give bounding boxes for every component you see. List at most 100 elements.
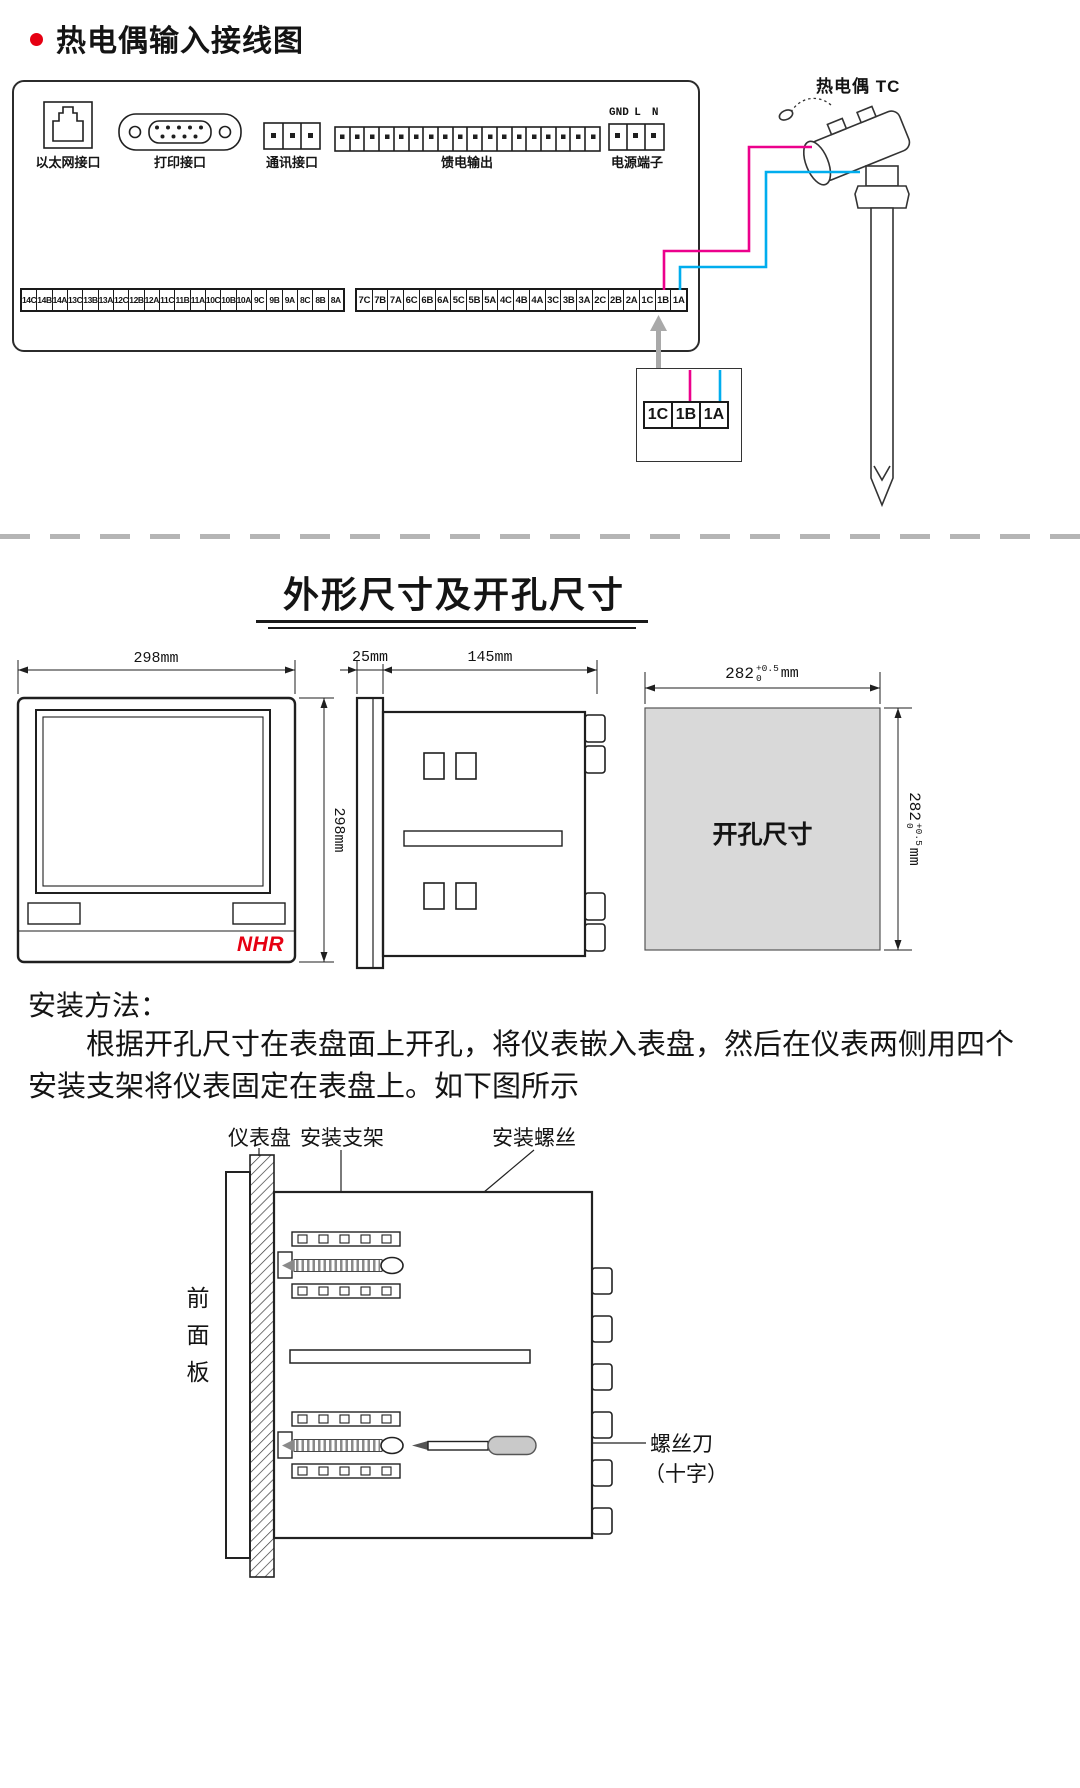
terminal-cell: 4A bbox=[528, 290, 545, 310]
tc-fitting bbox=[854, 185, 910, 209]
terminal-cell: 13A bbox=[97, 290, 113, 310]
install-paragraph: 根据开孔尺寸在表盘面上开孔，将仪表嵌入表盘，然后在仪表两侧用四个安装支架将仪表固… bbox=[28, 1029, 1015, 1103]
terminal-cell: 12A bbox=[143, 290, 159, 310]
dimensions-title: 外形尺寸及开孔尺寸 bbox=[283, 574, 626, 615]
front-width-dim: 298mm bbox=[133, 650, 179, 667]
front-height-dim: 298mm bbox=[330, 807, 347, 853]
bracket-label: 安装支架 bbox=[300, 1126, 384, 1150]
side-view-drawing bbox=[355, 696, 606, 970]
power-pin-label: N bbox=[651, 107, 659, 119]
terminal-cell: 13C bbox=[66, 290, 82, 310]
zoom-terminal-cell: 1C bbox=[643, 401, 673, 429]
terminal-cell: 6B bbox=[418, 290, 435, 310]
terminal-cell: 6C bbox=[403, 290, 419, 310]
terminal-cell: 5A bbox=[481, 290, 498, 310]
cutout-width-dim: 282 +0.5 0 mm bbox=[716, 664, 808, 683]
comm-port-icon bbox=[263, 122, 321, 150]
terminal-cell: 14B bbox=[36, 290, 52, 310]
panel-wall-hatched bbox=[249, 1154, 275, 1578]
terminal-cell: 9A bbox=[281, 290, 297, 310]
terminal-cell: 10C bbox=[204, 290, 220, 310]
terminal-cell: 8A bbox=[327, 290, 343, 310]
front-view-dims bbox=[17, 660, 334, 963]
cutout-width-value: 282 bbox=[725, 664, 754, 683]
cutout-height-value: 282 bbox=[905, 792, 923, 821]
terminal-cell: 12C bbox=[112, 290, 128, 310]
install-diagram bbox=[225, 1148, 646, 1578]
screwdriver-type-label: （十字） bbox=[644, 1462, 728, 1486]
title-underline-2 bbox=[268, 627, 636, 629]
tolerance-upper: +0.5 bbox=[755, 663, 779, 674]
terminal-cell: 2B bbox=[607, 290, 624, 310]
terminal-cell: 5C bbox=[450, 290, 466, 310]
wiring-diagram-box bbox=[12, 80, 700, 352]
terminal-cell: 3B bbox=[560, 290, 576, 310]
ethernet-port-icon bbox=[43, 101, 93, 149]
front-panel-label: 前面板 bbox=[183, 1286, 208, 1397]
terminal-cell: 10B bbox=[220, 290, 236, 310]
terminal-cell: 2A bbox=[623, 290, 639, 310]
terminal-cell: 7B bbox=[371, 290, 388, 310]
terminal-cell: 7A bbox=[387, 290, 403, 310]
thermocouple-drawing bbox=[778, 97, 911, 508]
cutout-height-tolerance: +0.5 0 bbox=[904, 822, 925, 846]
wire-pink bbox=[662, 145, 812, 290]
power-pin-label: L bbox=[634, 107, 641, 119]
bullet-icon bbox=[30, 33, 43, 46]
terminal-cell: 9C bbox=[250, 290, 266, 310]
cutout-label: 开孔尺寸 bbox=[712, 822, 813, 849]
zoom-terminal-cell: 1B bbox=[671, 401, 701, 429]
power-terminal-icon bbox=[608, 123, 665, 151]
side-depth-dim: 145mm bbox=[467, 649, 513, 666]
tc-cap-chain bbox=[790, 97, 832, 113]
terminal-cell: 14A bbox=[51, 290, 67, 310]
terminal-cell: 2C bbox=[591, 290, 608, 310]
terminal-cell: 4C bbox=[497, 290, 513, 310]
terminal-cell: 3A bbox=[576, 290, 592, 310]
wire-cyan bbox=[678, 170, 860, 290]
thermocouple-label: 热电偶 TC bbox=[816, 77, 901, 96]
wiring-title: 热电偶输入接线图 bbox=[56, 25, 304, 58]
tc-probe bbox=[870, 207, 894, 508]
terminal-cell: 5B bbox=[466, 290, 482, 310]
terminal-cell: 1A bbox=[670, 290, 686, 310]
side-bezel-dim: 25mm bbox=[351, 649, 388, 666]
terminal-cell: 7C bbox=[358, 294, 371, 306]
cutout-height-unit: mm bbox=[905, 847, 923, 866]
ethernet-port-label: 以太网接口 bbox=[35, 155, 101, 170]
terminal-cell: 9B bbox=[266, 290, 281, 310]
feed-output-terminal-icon bbox=[334, 126, 601, 152]
terminal-cell: 10A bbox=[235, 290, 251, 310]
screws-label: 安装螺丝 bbox=[492, 1126, 576, 1150]
tc-neck bbox=[865, 165, 899, 187]
terminal-cell: 1B bbox=[654, 290, 671, 310]
zoom-terminal-cell: 1A bbox=[699, 401, 729, 429]
body-slot bbox=[289, 1349, 531, 1364]
zoom-callout-arrow bbox=[650, 315, 667, 368]
title-underline-1 bbox=[256, 620, 648, 623]
brand-logo: NHR bbox=[237, 933, 284, 956]
terminal-cell: 11B bbox=[174, 290, 190, 310]
front-bezel-plate bbox=[225, 1171, 251, 1559]
terminal-cell: 1C bbox=[638, 290, 655, 310]
instrument-body-outline bbox=[272, 1190, 594, 1540]
power-pin-label: GND bbox=[609, 107, 629, 119]
tolerance-lower: 0 bbox=[755, 672, 762, 684]
screwdriver-drawing bbox=[412, 1435, 537, 1456]
comm-port-label: 通讯接口 bbox=[265, 155, 318, 170]
cutout-drawing bbox=[644, 707, 881, 951]
cutout-width-tolerance: +0.5 0 bbox=[756, 664, 779, 683]
terminal-cell: 4B bbox=[513, 290, 529, 310]
power-terminal-label: 电源端子 bbox=[610, 155, 663, 170]
front-view-drawing bbox=[16, 696, 297, 964]
printer-port-label: 打印接口 bbox=[153, 155, 206, 170]
terminal-cell: 3C bbox=[544, 290, 561, 310]
tolerance-upper: +0.5 bbox=[913, 822, 925, 846]
terminal-cell: 8B bbox=[312, 290, 327, 310]
